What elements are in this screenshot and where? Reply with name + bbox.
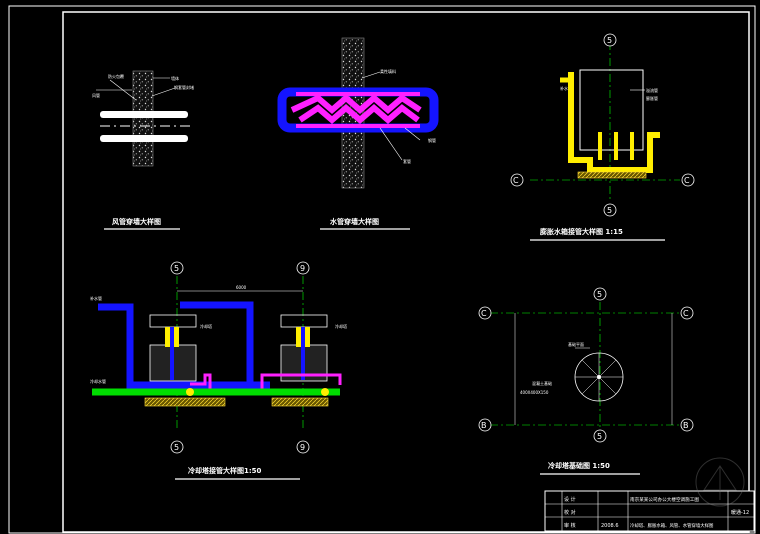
- axis-bubble: 5: [603, 203, 617, 217]
- svg-text:C: C: [513, 176, 519, 185]
- svg-text:C: C: [684, 176, 690, 185]
- axis-bubble: 5: [170, 261, 184, 275]
- title-pipe-wall: 水管穿墙大样图: [330, 217, 379, 226]
- outer-frame: [8, 5, 756, 534]
- svg-text:5: 5: [607, 36, 612, 45]
- svg-text:C: C: [481, 309, 487, 318]
- title-block: 设 计 校 对 审 核 南京某某公司办公大楼空调施工图 冷却塔、膨胀水箱、风管、…: [544, 490, 755, 532]
- cooling-tower-base-detail: 基础平面 混凝土基础 400X400X150: [490, 302, 682, 428]
- svg-text:冷却塔: 冷却塔: [200, 323, 212, 329]
- axis-bubble: C: [680, 306, 694, 320]
- svg-text:6000: 6000: [236, 285, 247, 290]
- svg-text:补水管: 补水管: [90, 295, 102, 301]
- title-block-date: 2008.6: [601, 523, 619, 529]
- svg-text:5: 5: [597, 432, 602, 441]
- axis-bubble: C: [681, 173, 695, 187]
- svg-text:冷却水管: 冷却水管: [90, 378, 106, 384]
- title-tower-piping: 冷却塔接管大样图1:50: [188, 466, 262, 475]
- expansion-tank-detail: 溢流管 膨胀管 补水: [530, 42, 680, 200]
- title-block-check: 校 对: [564, 509, 576, 516]
- svg-text:5: 5: [597, 290, 602, 299]
- svg-text:B: B: [481, 421, 487, 430]
- axis-bubble: 9: [296, 440, 310, 454]
- title-duct-wall: 风管穿墙大样图: [112, 217, 161, 226]
- title-tower-base: 冷却塔基础图 1:50: [548, 461, 610, 470]
- svg-text:5: 5: [607, 206, 612, 215]
- svg-text:5: 5: [174, 443, 179, 452]
- pipe-wall-detail: 柔性填料 钢管 套管: [277, 37, 439, 189]
- svg-text:9: 9: [300, 443, 305, 452]
- svg-text:混凝土基础: 混凝土基础: [532, 380, 552, 386]
- svg-text:C: C: [683, 309, 689, 318]
- inner-frame: [62, 11, 750, 533]
- svg-text:5: 5: [174, 264, 179, 273]
- title-block-sheet: 暖通-12: [731, 509, 749, 516]
- svg-text:风管: 风管: [92, 92, 100, 98]
- svg-text:钢套管封堵: 钢套管封堵: [174, 84, 194, 90]
- svg-text:400X400X150: 400X400X150: [520, 390, 549, 395]
- axis-bubble: C: [478, 306, 492, 320]
- axis-bubble: 5: [603, 33, 617, 47]
- svg-text:基础平面: 基础平面: [568, 341, 584, 347]
- title-tank-piping: 膨胀水箱接管大样图 1:15: [539, 227, 623, 236]
- title-block-review: 审 核: [564, 522, 576, 529]
- axis-bubble: 5: [593, 287, 607, 301]
- cooling-tower-piping-detail: 6000 补水管 冷却水管 冷却塔 冷却塔: [90, 276, 347, 430]
- svg-text:溢流管: 溢流管: [646, 87, 658, 93]
- svg-text:B: B: [683, 421, 689, 430]
- title-block-drawing-name: 冷却塔、膨胀水箱、风管、水管穿墙大样图: [630, 522, 714, 529]
- svg-text:防火包覆: 防火包覆: [108, 73, 124, 79]
- axis-bubble: 5: [170, 440, 184, 454]
- title-block-design: 设 计: [564, 496, 576, 503]
- duct-wall-detail: 风管 防火包覆 墙体 钢套管封堵: [92, 70, 194, 167]
- axis-bubble: 5: [593, 429, 607, 443]
- axis-bubble: B: [478, 418, 492, 432]
- svg-text:冷却塔: 冷却塔: [335, 323, 347, 329]
- axis-bubble: 9: [296, 261, 310, 275]
- axis-bubble: C: [510, 173, 524, 187]
- svg-text:膨胀管: 膨胀管: [646, 95, 658, 101]
- title-block-project: 南京某某公司办公大楼空调施工图: [630, 496, 699, 503]
- svg-text:钢管: 钢管: [428, 137, 436, 143]
- watermark-logo: [695, 457, 745, 507]
- svg-text:墙体: 墙体: [171, 75, 179, 81]
- axis-bubble: B: [680, 418, 694, 432]
- svg-text:套管: 套管: [403, 158, 411, 164]
- svg-text:柔性填料: 柔性填料: [380, 68, 396, 74]
- svg-text:补水: 补水: [560, 85, 568, 91]
- svg-text:9: 9: [300, 264, 305, 273]
